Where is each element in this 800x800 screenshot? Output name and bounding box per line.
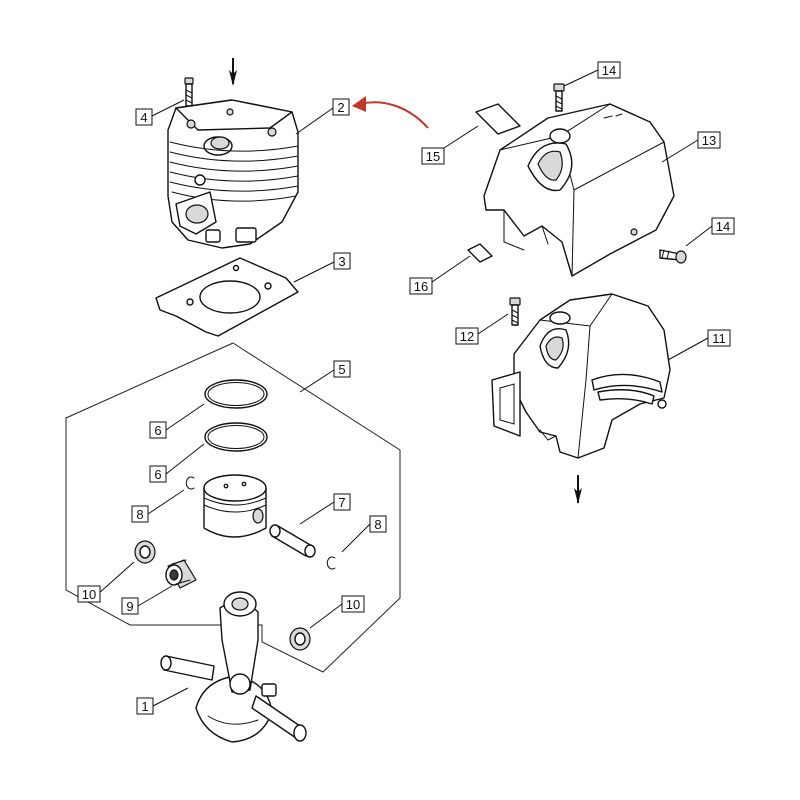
- callout-number: 5: [338, 362, 345, 377]
- leader-3: [293, 261, 335, 283]
- leader-10a: [97, 561, 135, 595]
- callout-number: 12: [460, 329, 474, 344]
- callout-number: 14: [716, 219, 730, 234]
- callout-9: 9: [121, 597, 139, 615]
- callout-3: 3: [333, 252, 351, 270]
- callout-8a: 8: [131, 505, 149, 523]
- leader-6b: [165, 443, 205, 475]
- piston-kit-outline: [65, 342, 401, 673]
- callout-6a: 6: [149, 421, 167, 439]
- callout-2: 2: [332, 98, 350, 116]
- leader-15: [443, 125, 479, 149]
- callout-1: 1: [136, 697, 154, 715]
- callout-number: 10: [82, 587, 96, 602]
- callout-12: 12: [455, 327, 479, 345]
- leader-8b: [341, 523, 371, 553]
- leader-11: [667, 337, 709, 361]
- leader-9: [137, 585, 173, 607]
- cylinder-bolt: [184, 77, 194, 107]
- callout-number: 16: [414, 279, 428, 294]
- callout-7: 7: [333, 493, 351, 511]
- callout-number: 11: [712, 331, 726, 346]
- label-sticker: [475, 103, 521, 135]
- leader-14b: [685, 225, 713, 247]
- callout-6b: 6: [149, 465, 167, 483]
- callout-number: 15: [426, 149, 440, 164]
- callout-10a: 10: [77, 585, 101, 603]
- callout-8b: 8: [369, 515, 387, 533]
- callout-number: 10: [346, 597, 360, 612]
- piston-pin: [269, 524, 316, 558]
- leader-4: [151, 99, 185, 117]
- cylinder: [167, 99, 299, 249]
- lower-cover-screw: [509, 297, 521, 326]
- cylinder-gasket: [155, 257, 299, 337]
- circlip-left: [185, 476, 195, 490]
- top-cover: [483, 103, 675, 277]
- callout-number: 8: [374, 517, 381, 532]
- callout-number: 9: [126, 599, 133, 614]
- callout-number: 3: [338, 254, 345, 269]
- crankshaft: [160, 591, 307, 743]
- leader-2: [295, 107, 334, 135]
- callout-16: 16: [409, 277, 433, 295]
- callout-number: 7: [338, 495, 345, 510]
- leader-1: [152, 687, 189, 707]
- leader-14a: [563, 69, 599, 87]
- cover-screw-side: [659, 249, 687, 264]
- callout-14b: 14: [711, 217, 735, 235]
- thrust-washer-left: [134, 540, 156, 564]
- down-arrow-icon: [574, 475, 582, 504]
- callout-number: 6: [154, 467, 161, 482]
- leader-8a: [147, 489, 185, 515]
- needle-bearing: [165, 559, 197, 589]
- callout-4: 4: [135, 108, 153, 126]
- lower-cover: [491, 293, 671, 459]
- callout-10b: 10: [341, 595, 365, 613]
- leader-16: [431, 255, 471, 283]
- callout-15: 15: [421, 147, 445, 165]
- callout-number: 13: [702, 133, 716, 148]
- leader-10b: [309, 603, 343, 629]
- red-curved-arrow-icon: [352, 96, 429, 129]
- callout-number: 14: [602, 63, 616, 78]
- leader-13: [661, 139, 699, 163]
- callout-number: 1: [141, 699, 148, 714]
- callout-number: 6: [154, 423, 161, 438]
- callout-14a: 14: [597, 61, 621, 79]
- callout-number: 4: [140, 110, 147, 125]
- thrust-washer-right: [289, 627, 311, 651]
- callout-number: 2: [337, 100, 344, 115]
- leader-7: [299, 501, 335, 525]
- piston-ring-upper: [204, 379, 268, 409]
- piston: [203, 474, 267, 538]
- circlip-right: [326, 556, 336, 570]
- piston-ring-lower: [204, 422, 268, 452]
- down-arrow-icon: [229, 58, 237, 86]
- callout-13: 13: [697, 131, 721, 149]
- cover-screw-top: [553, 83, 565, 112]
- callout-11: 11: [707, 329, 731, 347]
- callout-number: 8: [136, 507, 143, 522]
- small-sticker: [467, 243, 493, 263]
- leader-6a: [165, 403, 205, 431]
- leader-12: [477, 313, 509, 335]
- callout-5: 5: [333, 360, 351, 378]
- leader-5: [299, 369, 335, 393]
